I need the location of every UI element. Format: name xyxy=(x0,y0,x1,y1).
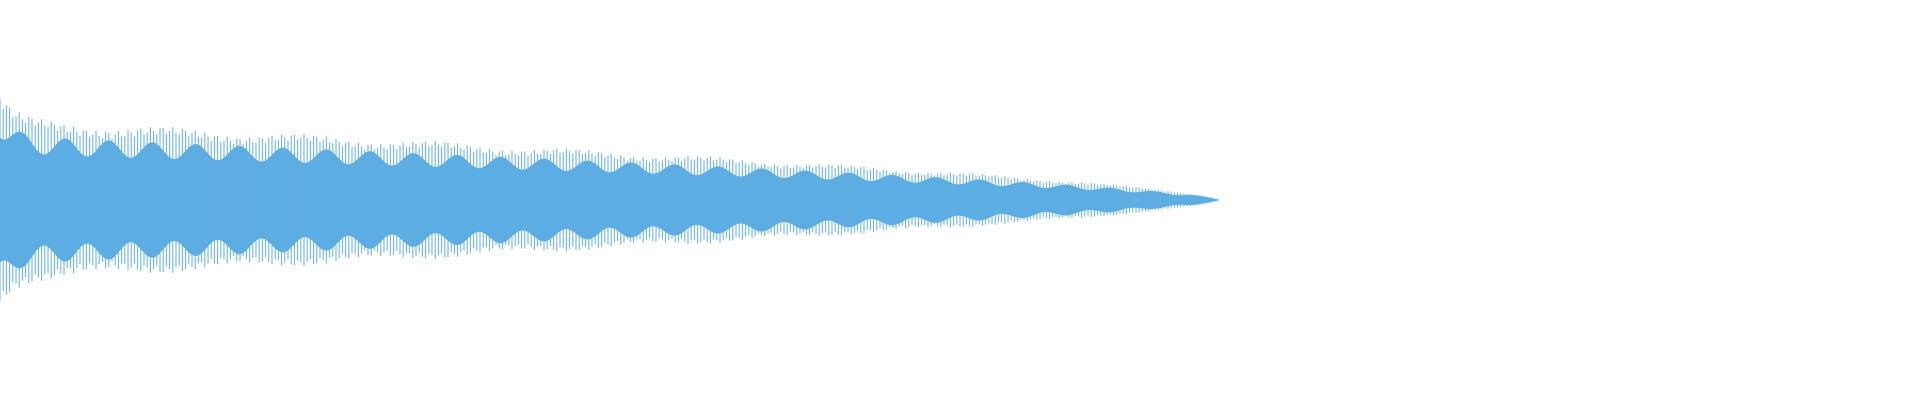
waveform-strokes xyxy=(0,99,1220,301)
